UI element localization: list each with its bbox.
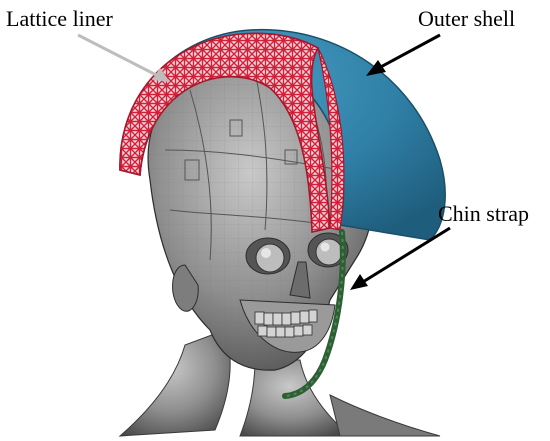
arrow-outer-shell	[366, 33, 441, 76]
lattice-liner	[119, 32, 331, 233]
lattice-liner-label: Lattice liner	[6, 6, 113, 31]
chin-strap-label: Chin strap	[438, 201, 530, 226]
teeth	[254, 309, 318, 338]
arrow-chin-strap	[350, 226, 451, 290]
neck-shoulders	[118, 329, 231, 437]
nose	[289, 261, 311, 299]
ear	[172, 264, 199, 312]
eyeball-left	[255, 243, 285, 273]
eyeball-right	[315, 238, 343, 266]
outer-shell-label: Outer shell	[418, 6, 516, 31]
arrow-lattice-liner	[77, 33, 170, 82]
